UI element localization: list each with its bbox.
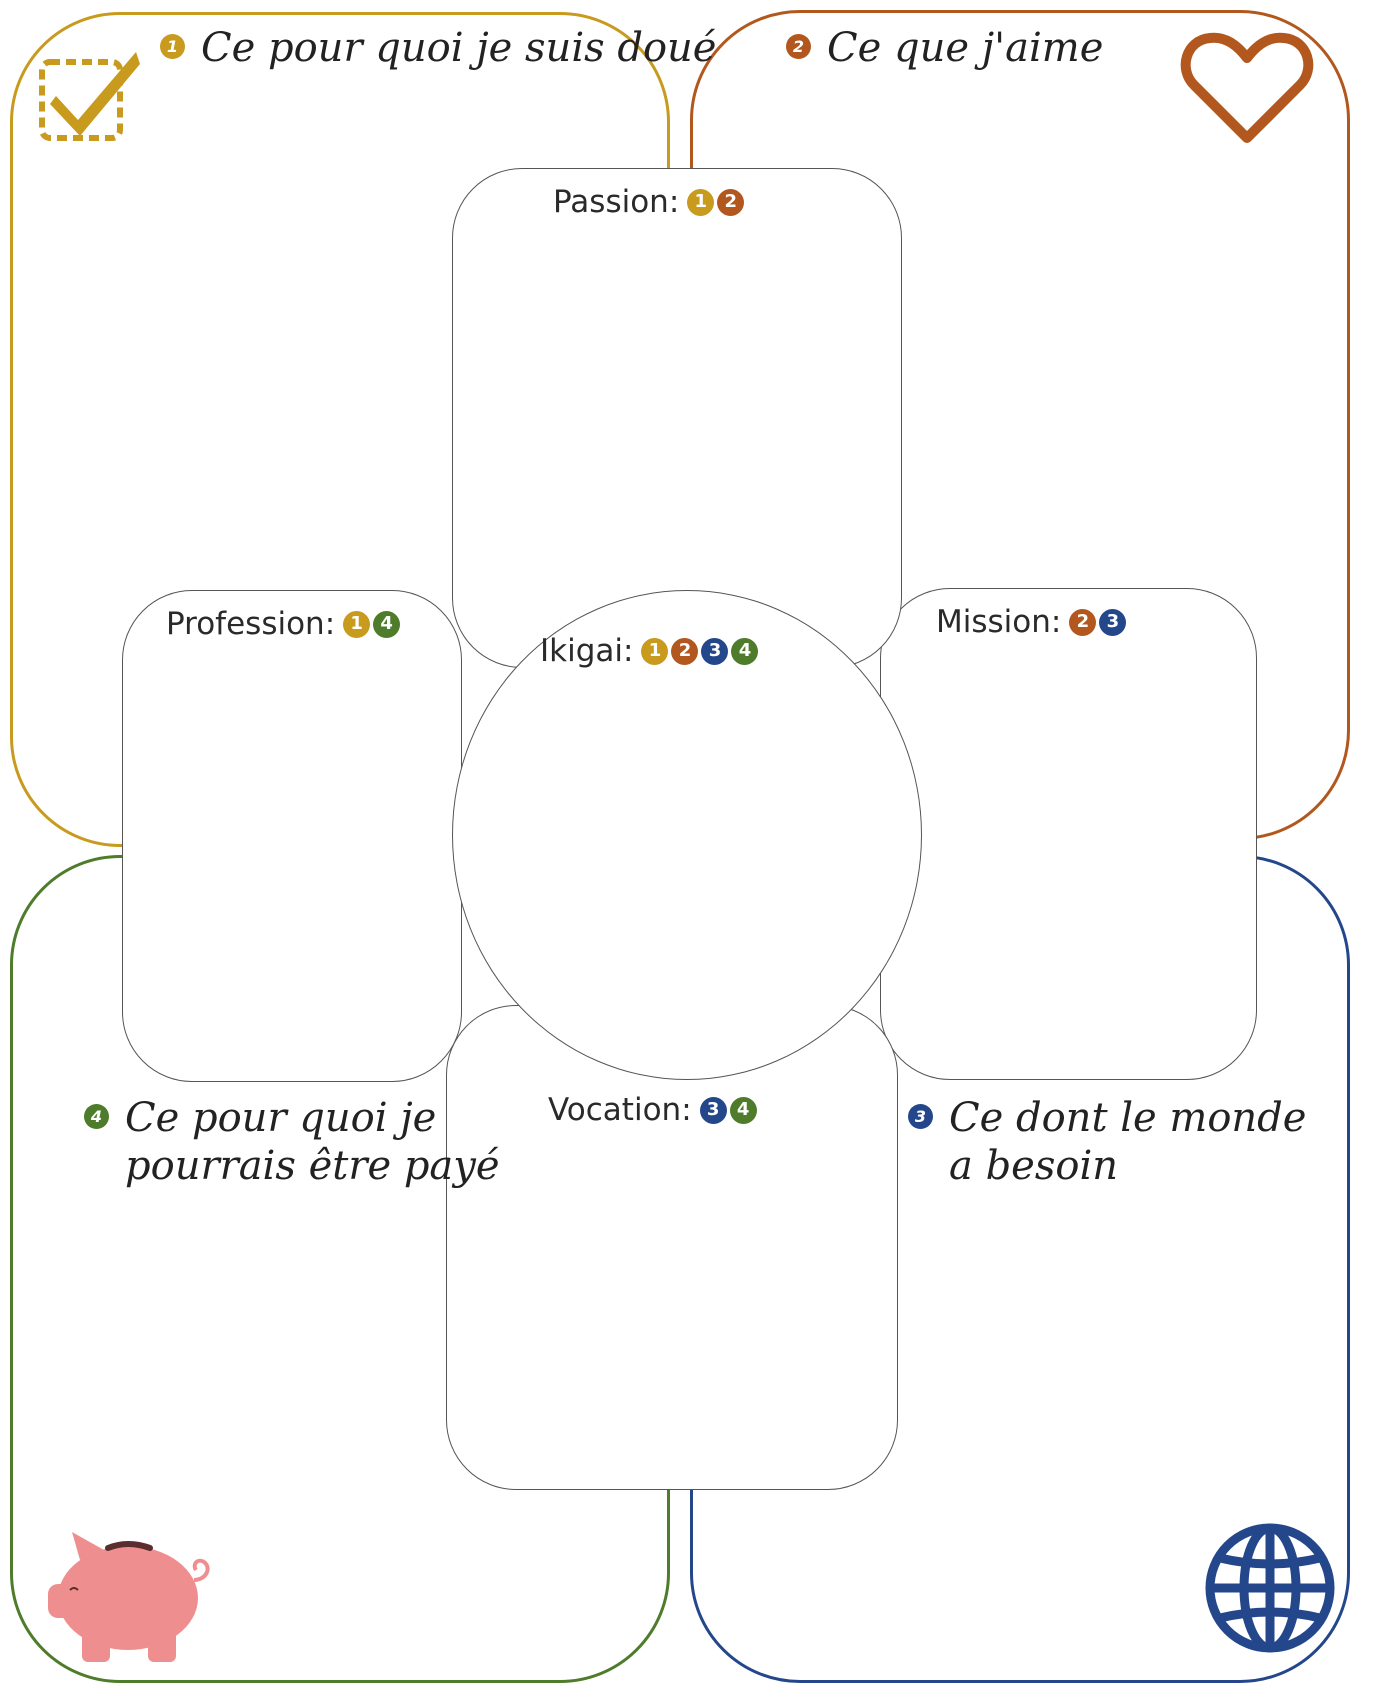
- heading-world-need-text: Ce dont le monde a besoin: [949, 1095, 1307, 1189]
- ikigai-circle: [452, 590, 922, 1080]
- passion-box: [452, 168, 902, 668]
- vocation-label-group: Vocation: 3 4: [548, 1092, 757, 1128]
- badge-1: 1: [343, 610, 371, 638]
- profession-label: Profession:: [166, 606, 336, 642]
- mission-label: Mission:: [936, 604, 1062, 640]
- passion-label: Passion:: [553, 184, 680, 220]
- heart-icon: [1180, 32, 1314, 143]
- globe-icon: [1205, 1523, 1335, 1653]
- heading-love: 2 Ce que j'aime: [786, 24, 1103, 72]
- ikigai-label: Ikigai:: [540, 633, 634, 669]
- checkbox-check-icon: [39, 52, 140, 141]
- badge-4: 4: [729, 1096, 757, 1124]
- heading-paid-text: Ce pour quoi je pourrais être payé: [125, 1095, 500, 1189]
- heading-talent-text: Ce pour quoi je suis doué: [201, 25, 717, 71]
- badge-1: 1: [687, 188, 715, 216]
- badge-3: 3: [701, 637, 729, 665]
- badge-1: 1: [160, 34, 185, 59]
- mission-box: [880, 588, 1257, 1080]
- badge-3: 3: [699, 1096, 727, 1124]
- badge-3: 3: [1099, 608, 1127, 636]
- badge-2: 2: [717, 188, 745, 216]
- passion-label-group: Passion: 1 2: [553, 184, 745, 220]
- badge-2: 2: [1069, 608, 1097, 636]
- vocation-label: Vocation:: [548, 1092, 692, 1128]
- mission-label-group: Mission: 2 3: [936, 604, 1127, 640]
- badge-2: 2: [786, 34, 811, 59]
- profession-box: [122, 590, 462, 1082]
- ikigai-label-group: Ikigai: 1 2 3 4: [540, 633, 759, 669]
- badge-1: 1: [641, 637, 669, 665]
- badge-4: 4: [84, 1104, 109, 1129]
- vocation-box: [446, 1005, 898, 1490]
- badge-4: 4: [373, 610, 401, 638]
- badge-3: 3: [908, 1104, 933, 1129]
- heading-paid: 4 Ce pour quoi je pourrais être payé: [84, 1094, 500, 1190]
- heading-talent: 1 Ce pour quoi je suis doué: [160, 24, 716, 72]
- heading-world-need: 3 Ce dont le monde a besoin: [908, 1094, 1306, 1190]
- badge-4: 4: [731, 637, 759, 665]
- piggy-bank-icon: [48, 1532, 210, 1662]
- heading-love-text: Ce que j'aime: [827, 25, 1104, 71]
- profession-label-group: Profession: 1 4: [166, 606, 401, 642]
- badge-2: 2: [671, 637, 699, 665]
